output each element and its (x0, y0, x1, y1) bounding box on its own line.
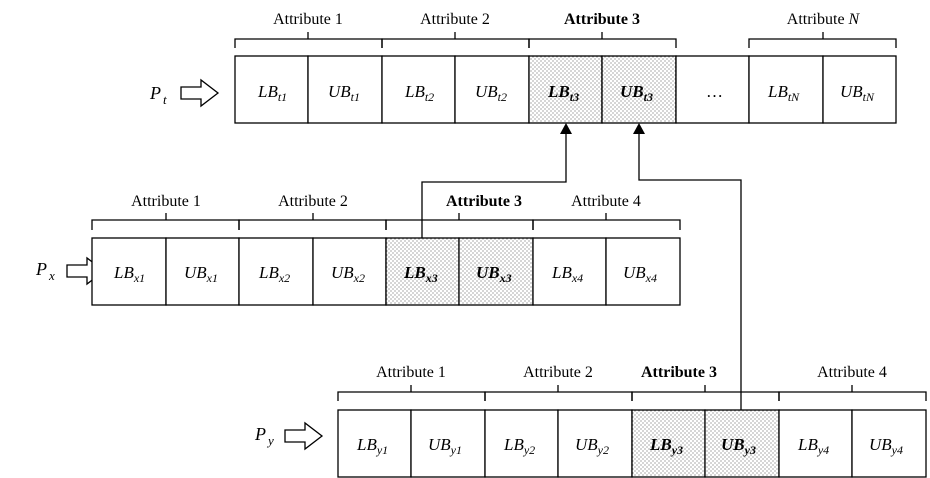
brace-pt-attr2 (381, 32, 530, 48)
cell-ub-t3 (601, 55, 677, 124)
cell-ub-y3-text: UBy3 (721, 435, 756, 457)
brace-px-attr2 (238, 213, 387, 230)
cell-ellipsis-text: … (706, 82, 723, 101)
attr-label-px-3: Attribute 3 (446, 193, 522, 210)
attr-label-py-1: Attribute 1 (376, 364, 446, 381)
connector-uby3-to-ubt3 (638, 131, 742, 410)
cell-ub-x4 (605, 237, 681, 306)
connector-lbx3-to-lbt3 (421, 131, 567, 238)
cell-lb-y1-text: LBy1 (356, 435, 388, 457)
attr-label-px-2: Attribute 2 (278, 193, 348, 210)
cell-ub-x3-text: UBx3 (476, 263, 512, 285)
brace-px-attr3 (385, 213, 534, 230)
cell-lb-y2-text: LBy2 (503, 435, 535, 457)
cell-lb-t2 (381, 55, 456, 124)
cell-ub-t2-text: UBt2 (475, 82, 507, 104)
cell-lb-tN-text: LBtN (767, 82, 800, 104)
brace-py-attr2 (484, 385, 633, 401)
brace-pt-attrN (748, 32, 897, 48)
cell-lb-y2 (484, 409, 559, 478)
connectors (421, 123, 742, 410)
row-pt-label-sub: t (163, 92, 167, 107)
row-py: P y LBy1 UBy1 LBy2 UBy2 LBy3 UBy3 LBy4 U… (254, 364, 927, 478)
row-px-label-sub: x (48, 268, 55, 283)
cell-ub-x3 (458, 237, 534, 306)
attr-label-px-4: Attribute 4 (571, 193, 641, 210)
attr-label-py-2: Attribute 2 (523, 364, 593, 381)
row-px: P x LBx1 UBx1 LBx2 UBx2 LBx3 UBx3 LBx4 U… (35, 193, 681, 306)
cell-lb-x1-text: LBx1 (113, 263, 145, 285)
cell-lb-t3 (528, 55, 603, 124)
attr-label-py-4: Attribute 4 (817, 364, 887, 381)
cell-lb-x2 (238, 237, 314, 306)
attr-label-pt-1: Attribute 1 (273, 11, 343, 28)
cell-ub-x1-text: UBx1 (184, 263, 218, 285)
cell-ub-tN-text: UBtN (840, 82, 875, 104)
cell-ub-x2-text: UBx2 (331, 263, 365, 285)
brace-px-attr1 (91, 213, 240, 230)
row-px-label-main: P (35, 259, 47, 279)
cell-lb-x4-text: LBx4 (551, 263, 583, 285)
cell-ub-y2 (557, 409, 633, 478)
cell-ub-t3-text: UBt3 (620, 82, 653, 104)
cell-lb-t2-text: LBt2 (404, 82, 434, 104)
cell-ellipsis (675, 55, 750, 124)
cell-ub-y4 (851, 409, 927, 478)
cell-ub-y2-text: UBy2 (575, 435, 609, 457)
brace-py-attr1 (337, 385, 486, 401)
cell-lb-tN (748, 55, 824, 124)
cell-lb-x4 (532, 237, 607, 306)
row-pt: P t LBt1 UBt1 LBt2 UBt2 LBt3 UBt3 … LBtN… (149, 11, 897, 124)
cell-lb-y4 (778, 409, 853, 478)
cell-lb-x3 (385, 237, 460, 306)
row-py-label-sub: y (266, 433, 274, 448)
cell-ub-x1 (165, 237, 240, 306)
arrowhead-ubt3-icon (633, 123, 645, 134)
brace-px-attr4 (532, 213, 681, 230)
brace-py-attr4 (778, 385, 927, 401)
attr-label-py-3: Attribute 3 (641, 364, 717, 381)
row-pt-arrow-icon (180, 78, 220, 108)
cell-ub-tN (822, 55, 897, 124)
row-py-label-main: P (254, 424, 266, 444)
attr-label-pt-2: Attribute 2 (420, 11, 490, 28)
row-pt-label-main: P (149, 83, 161, 103)
cell-lb-y3-text: LBy3 (649, 435, 683, 457)
attr-label-pt-N: Attribute N (787, 11, 861, 28)
cell-lb-y4-text: LBy4 (797, 435, 829, 457)
cell-lb-t3-text: LBt3 (547, 82, 579, 104)
attr-label-pt-3: Attribute 3 (564, 11, 640, 28)
brace-py-attr3 (631, 385, 780, 401)
cell-ub-y1-text: UBy1 (428, 435, 462, 457)
cell-ub-x2 (312, 237, 387, 306)
attr-label-px-1: Attribute 1 (131, 193, 201, 210)
cell-ub-t1-text: UBt1 (328, 82, 360, 104)
cell-lb-x3-text: LBx3 (403, 263, 438, 285)
row-py-arrow-icon (284, 421, 324, 451)
cell-lb-t1-text: LBt1 (257, 82, 287, 104)
row-pt-label: P t (149, 83, 167, 107)
cell-lb-t1 (234, 55, 309, 124)
cell-ub-y4-text: UBy4 (869, 435, 903, 457)
cell-ub-y1 (410, 409, 486, 478)
cell-lb-y3 (631, 409, 706, 478)
brace-pt-attr1 (234, 32, 383, 48)
cell-ub-t1 (307, 55, 383, 124)
cell-lb-x2-text: LBx2 (258, 263, 290, 285)
cell-ub-x4-text: UBx4 (623, 263, 657, 285)
brace-pt-attr3 (528, 32, 677, 48)
cell-lb-y1 (337, 409, 412, 478)
cell-lb-x1 (91, 237, 167, 306)
arrowhead-lbt3-icon (560, 123, 572, 134)
